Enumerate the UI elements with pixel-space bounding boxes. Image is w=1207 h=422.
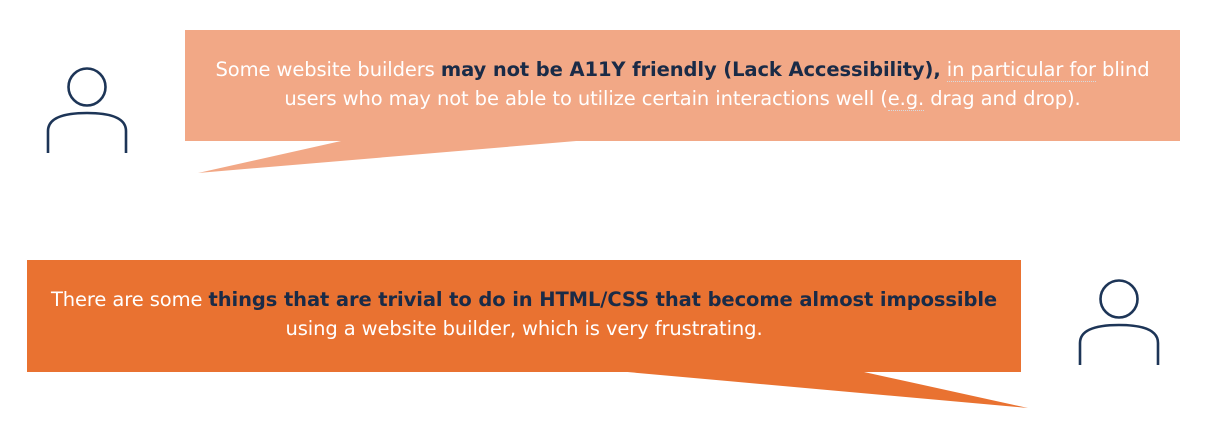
speech-bubble-accessibility: Some website builders may not be A11Y fr… — [185, 30, 1180, 141]
quote-text: Some website builders may not be A11Y fr… — [199, 55, 1166, 113]
person-icon — [46, 67, 128, 155]
speech-bubble-html-css: There are some things that are trivial t… — [27, 260, 1021, 372]
person-icon — [1078, 279, 1160, 367]
bubble-2-tail — [605, 370, 1028, 408]
quote-segment: There are some — [50, 288, 209, 311]
quote-dotted-phrase: in particular for — [946, 57, 1096, 82]
quote-emphasis: things that are trivial to do in HTML/CS… — [208, 288, 998, 311]
person-icon-graphic — [46, 67, 128, 153]
bubble-1-tail — [198, 139, 600, 173]
quote-segment: Some website builders — [215, 57, 441, 81]
quote-segment — [941, 58, 947, 81]
quote-segment: drag and drop). — [924, 86, 1081, 110]
quote-segment: blind users who may not be able to utili… — [284, 57, 1150, 110]
quote-segment: using a website builder, which is very f… — [285, 317, 763, 340]
person-icon-graphic — [1078, 279, 1160, 365]
quote-emphasis: may not be A11Y friendly (Lack Accessibi… — [440, 57, 941, 81]
quote-dotted-abbreviation: e.g. — [887, 86, 925, 111]
quote-text: There are some things that are trivial t… — [39, 285, 1009, 343]
